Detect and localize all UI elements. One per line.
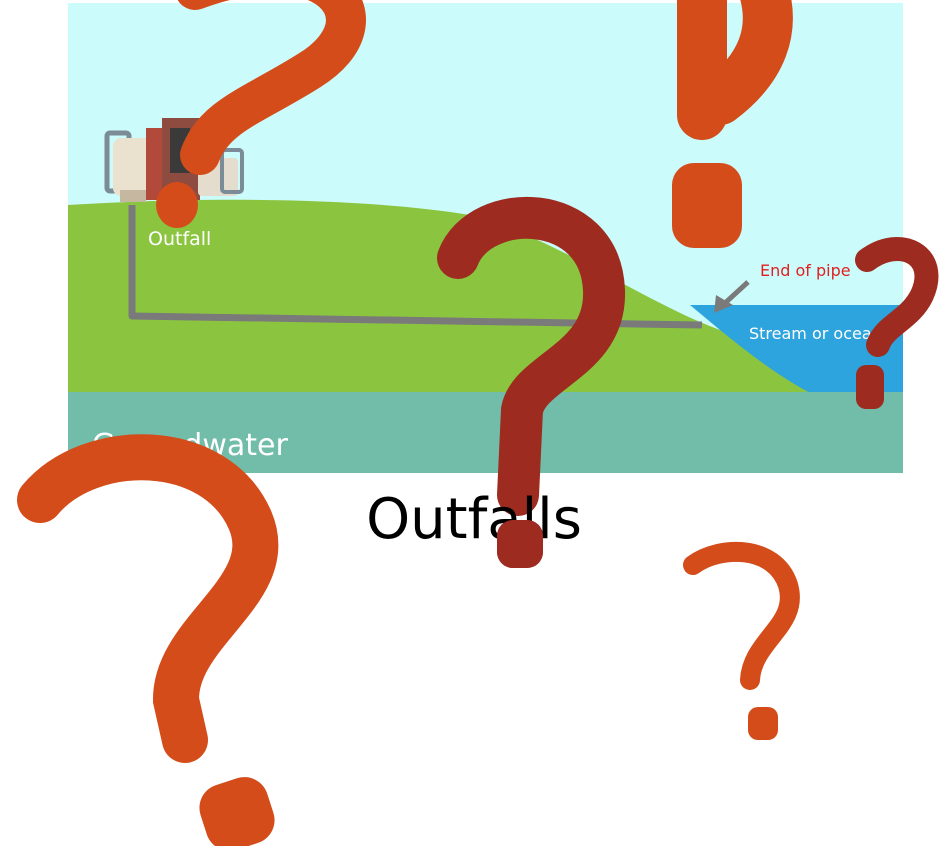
question-mark-dot — [497, 520, 543, 568]
